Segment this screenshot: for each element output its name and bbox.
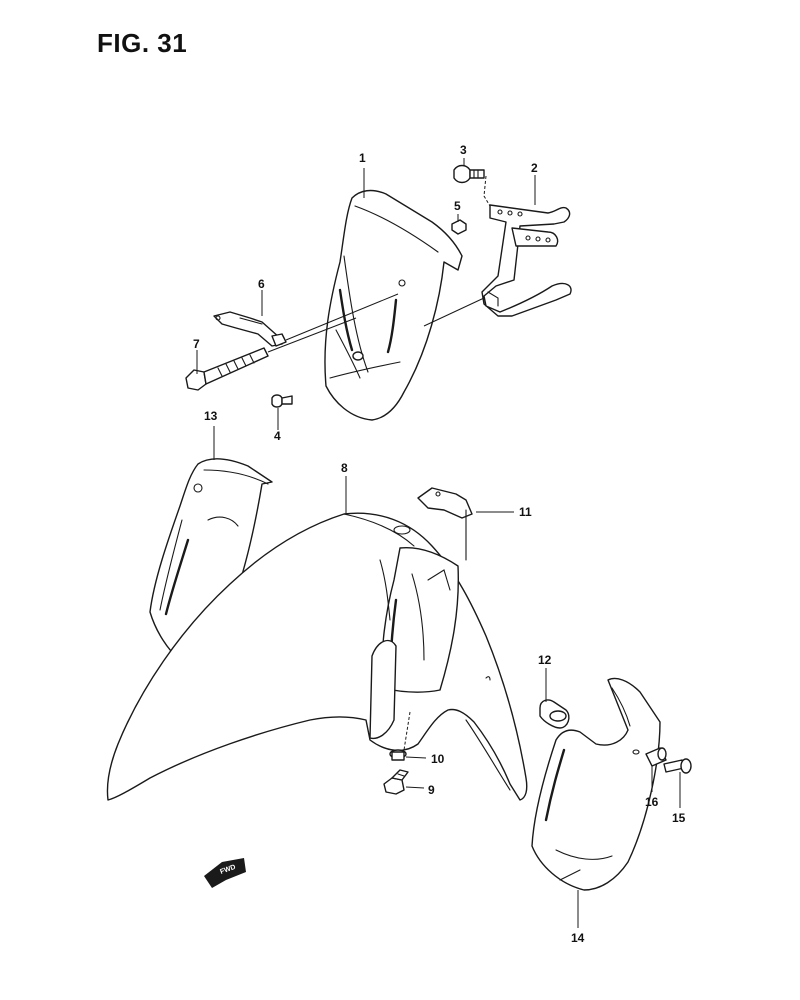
part-7-long-bolt[interactable]	[185, 347, 269, 391]
part-14-right-fork-cover[interactable]	[531, 677, 661, 891]
forward-direction-arrow: FWD	[204, 858, 246, 888]
callout-2: 2	[531, 161, 538, 175]
callout-12: 12	[538, 653, 552, 667]
figure-title: FIG. 31	[97, 28, 188, 58]
part-16-collar[interactable]	[645, 747, 667, 767]
callout-13: 13	[204, 409, 218, 423]
callout-14: 14	[571, 931, 585, 945]
callout-16: 16	[645, 795, 659, 809]
callout-5: 5	[454, 199, 461, 213]
callout-15: 15	[672, 811, 686, 825]
callout-4: 4	[274, 429, 281, 443]
callout-6: 6	[258, 277, 265, 291]
leader-lines	[196, 158, 681, 928]
part-15-screw[interactable]	[663, 758, 692, 774]
callout-labels: 1 2 3 4 5 6 7 8 9 10 11 12 13 14 15 16	[193, 143, 686, 945]
part-10-washer[interactable]	[389, 749, 407, 761]
part-12-clamp[interactable]	[539, 699, 570, 729]
callout-7: 7	[193, 337, 200, 351]
callout-1: 1	[359, 151, 366, 165]
part-9-bolt[interactable]	[383, 769, 409, 795]
callout-3: 3	[460, 143, 467, 157]
part-3-bolt[interactable]	[453, 164, 485, 184]
callout-9: 9	[428, 783, 435, 797]
part-2-fender-brace[interactable]	[481, 204, 572, 317]
part-4-screw[interactable]	[271, 394, 293, 408]
part-1-inner-fender[interactable]	[324, 189, 463, 421]
part-5-nut[interactable]	[451, 219, 467, 235]
callout-8: 8	[341, 461, 348, 475]
part-8-front-fender[interactable]	[106, 512, 528, 801]
callout-10: 10	[431, 752, 445, 766]
part-6-mounting-bracket[interactable]	[213, 311, 287, 347]
callout-11: 11	[519, 505, 532, 519]
